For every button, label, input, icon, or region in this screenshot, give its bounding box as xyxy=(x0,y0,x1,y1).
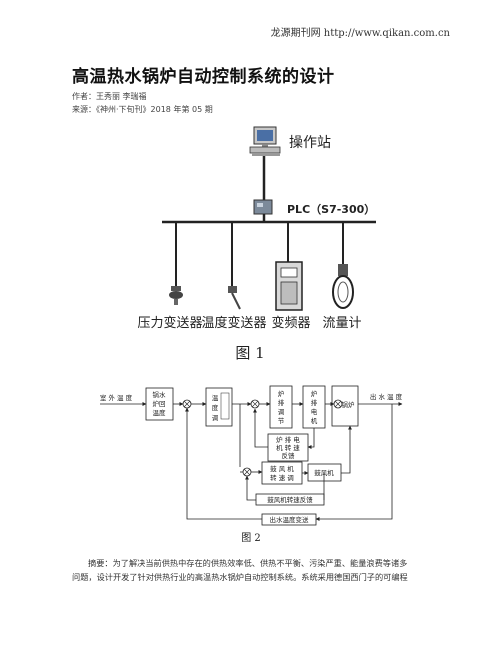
pressure-transmitter-icon xyxy=(169,286,183,305)
block-b4-line1: 炉 xyxy=(311,389,318,398)
block-b2-line3: 调 xyxy=(212,413,219,422)
inverter-icon xyxy=(275,261,303,311)
sum-junction-3 xyxy=(333,399,343,409)
device-label-temperature: 温度变送器 xyxy=(201,315,266,331)
temperature-transmitter-icon xyxy=(228,286,241,310)
figure-2: 室 外 温 度 锅水 炉回 温度 温 度 调 炉 排 调 节 炉 xyxy=(100,385,403,544)
block-b2-line2: 度 xyxy=(212,403,219,412)
output-label: 出 水 温 度 xyxy=(370,392,403,401)
block-b6-line3: 反馈 xyxy=(282,451,296,460)
abstract-paragraph: 摘要：为了解决当前供热中存在的供热效率低、供热不平衡、污染严重、能量浪费等诸多 … xyxy=(72,556,437,584)
block-b9-text: 鼓风机转速反馈 xyxy=(267,495,313,504)
sum-junction-2 xyxy=(250,399,260,409)
block-b3-line1: 炉 xyxy=(278,389,285,398)
block-grate-speed-feedback xyxy=(267,433,309,462)
block-b4-line3: 电 xyxy=(311,407,318,416)
block-b5-text: 锅炉 xyxy=(342,400,356,409)
block-b10-text: 出水温度变送 xyxy=(270,515,310,524)
input-label: 室 外 温 度 xyxy=(100,393,133,402)
block-b3-line3: 调 xyxy=(278,407,285,416)
plc-label: PLC（S7-300） xyxy=(287,203,375,216)
workstation-computer-icon xyxy=(249,126,281,156)
sum-junction-4 xyxy=(242,467,252,477)
block-b1-line2: 炉回 xyxy=(153,399,166,408)
block-b6-line1: 炉 排 电 xyxy=(276,435,300,444)
block-boiler xyxy=(331,385,359,427)
article-title: 高温热水锅炉自动控制系统的设计 xyxy=(72,67,335,87)
block-grate-adjust xyxy=(269,385,293,429)
block-b8-text: 鼓风机 xyxy=(314,468,334,477)
block-b7-line2: 转 速 调 xyxy=(270,473,294,482)
device-label-pressure: 压力变送器 xyxy=(137,315,202,331)
block-b3-line4: 节 xyxy=(278,417,285,425)
abstract-line-2: 问题，设计开发了针对供热行业的高温热水锅炉自动控制系统。系统采用德国西门子的可编… xyxy=(72,572,408,582)
figure-1-caption: 图 1 xyxy=(235,344,264,362)
plc-icon xyxy=(253,199,273,215)
workstation-label: 操作站 xyxy=(289,135,331,151)
article-authors: 作者：王秀丽 李瑞福 xyxy=(72,92,147,101)
block-blower xyxy=(307,463,342,482)
flow-meter-icon xyxy=(332,264,354,309)
block-b1-line3: 温度 xyxy=(153,408,167,417)
figure-1: 操作站 PLC（S7-300） xyxy=(137,126,376,362)
block-b1-line1: 锅水 xyxy=(153,390,167,399)
figure-2-caption: 图 2 xyxy=(241,532,261,544)
block-b2-line1: 温 xyxy=(212,393,219,402)
sum-junction-1 xyxy=(182,399,192,409)
article-source: 来源：《神州·下旬刊》2018 年第 05 期 xyxy=(72,105,213,114)
site-header: 龙源期刊网 http://www.qikan.com.cn xyxy=(270,28,450,39)
block-b6-line2: 机 转 速 xyxy=(276,443,300,452)
block-b4-line2: 排 xyxy=(311,398,318,407)
device-label-flowmeter: 流量计 xyxy=(322,316,361,331)
block-b3-line2: 排 xyxy=(278,398,285,407)
abstract-line-1: 摘要：为了解决当前供热中存在的供热效率低、供热不平衡、污染严重、能量浪费等诸多 xyxy=(88,558,408,568)
device-label-inverter: 变频器 xyxy=(271,315,310,331)
block-b7-line1: 鼓 风 机 xyxy=(270,464,294,473)
block-b4-line4: 机 xyxy=(311,416,318,425)
